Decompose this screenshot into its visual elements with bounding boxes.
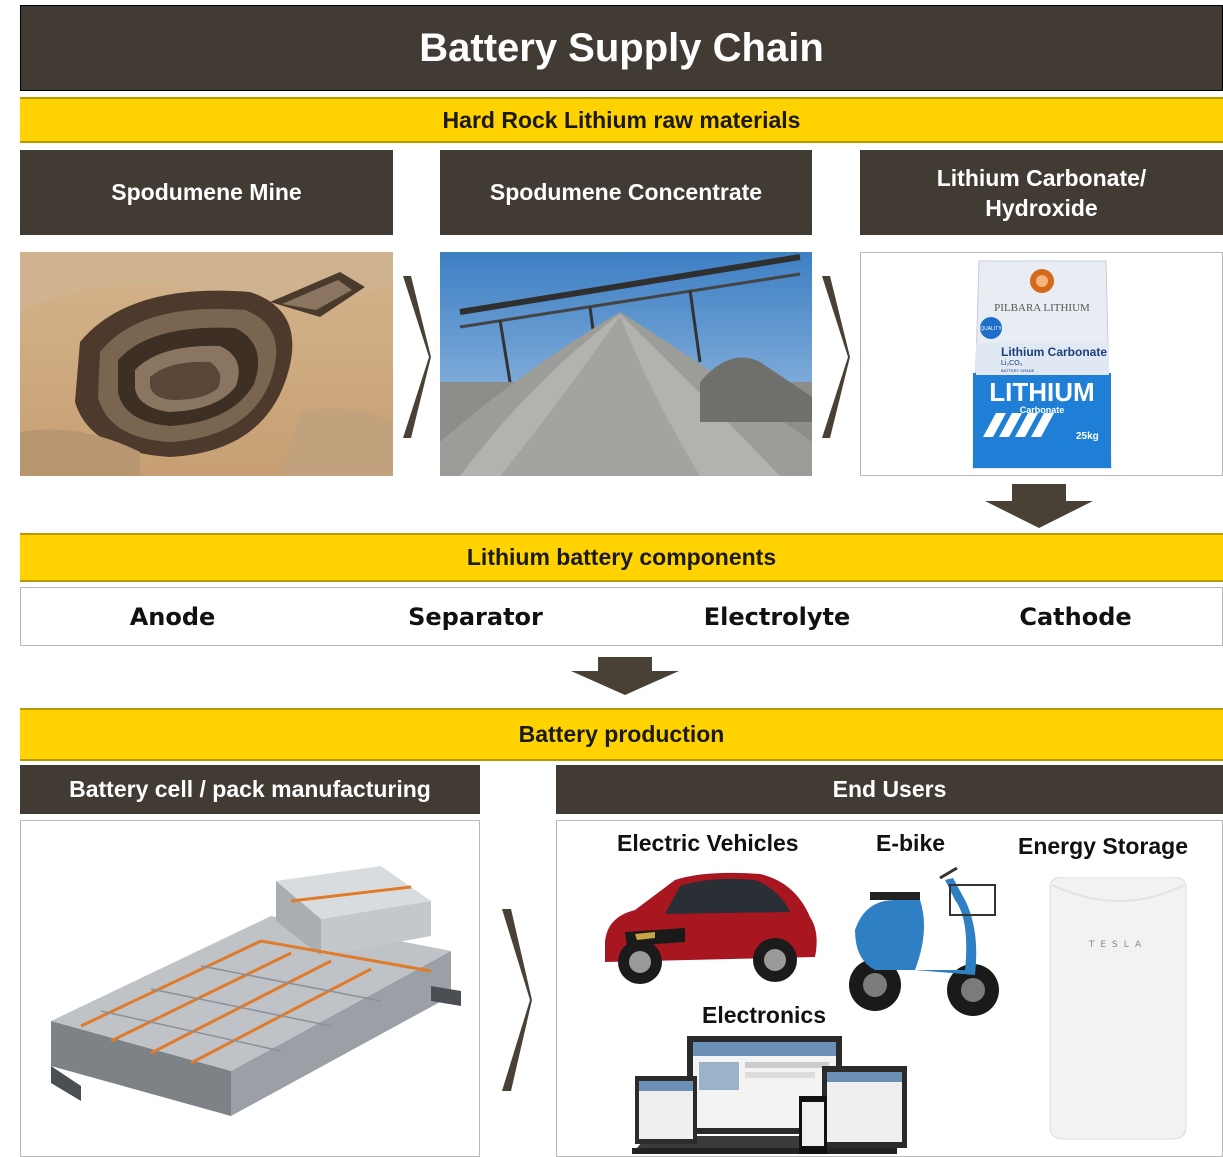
label-energy-storage: Energy Storage	[1018, 833, 1188, 859]
bag-brand: PILBARA LITHIUM	[994, 302, 1090, 314]
arrow-down-icon	[985, 484, 1093, 528]
spodumene-mine-header: Spodumene Mine	[20, 150, 393, 235]
spodumene-mine-image	[20, 252, 393, 476]
end-users-header: End Users	[556, 765, 1223, 814]
component-anode: Anode	[129, 602, 216, 631]
page-title: Battery Supply Chain	[20, 5, 1223, 91]
battery-pack-image	[20, 820, 480, 1157]
chevron-right-icon	[401, 272, 433, 442]
arrow-down-icon	[571, 657, 679, 695]
bag-sub-word: Carbonate	[1020, 405, 1065, 415]
component-cathode: Cathode	[1019, 602, 1132, 631]
bag-badge: QUALITY	[980, 326, 1002, 332]
production-header: Battery production	[20, 708, 1223, 761]
ebike-image	[845, 860, 1000, 1025]
chevron-right-icon	[500, 905, 534, 1095]
bag-big-word: LITHIUM	[989, 377, 1094, 407]
bag-grade: BATTERY GRADE	[1001, 368, 1035, 373]
lithium-carbonate-image: PILBARA LITHIUM QUALITY Lithium Carbonat…	[860, 252, 1223, 476]
component-separator: Separator	[408, 602, 543, 631]
manufacturing-header: Battery cell / pack manufacturing	[20, 765, 480, 814]
bag-product: Lithium Carbonate	[1001, 345, 1107, 359]
component-electrolyte: Electrolyte	[703, 602, 851, 631]
components-row: Anode Separator Electrolyte Cathode	[20, 587, 1223, 646]
components-header: Lithium battery components	[20, 533, 1223, 582]
spodumene-concentrate-header: Spodumene Concentrate	[440, 150, 812, 235]
label-electronics: Electronics	[702, 1002, 826, 1028]
raw-materials-header: Hard Rock Lithium raw materials	[20, 97, 1223, 143]
label-electric-vehicles: Electric Vehicles	[617, 830, 799, 856]
electric-vehicle-image	[595, 862, 823, 992]
electronics-image	[627, 1036, 912, 1157]
tesla-logo-text: TESLA	[1088, 940, 1147, 950]
energy-storage-image: TESLA	[1040, 877, 1195, 1142]
bag-weight: 25kg	[1076, 431, 1099, 442]
lithium-carbonate-line1: Lithium Carbonate/	[936, 164, 1147, 191]
lithium-carbonate-line2: Hydroxide	[985, 194, 1098, 221]
spodumene-concentrate-image	[440, 252, 812, 476]
label-ebike: E-bike	[876, 830, 946, 856]
chevron-right-icon	[820, 272, 852, 442]
bag-formula: Li₂CO₃	[1001, 360, 1023, 367]
lithium-carbonate-header: Lithium Carbonate/ Hydroxide	[860, 150, 1223, 235]
